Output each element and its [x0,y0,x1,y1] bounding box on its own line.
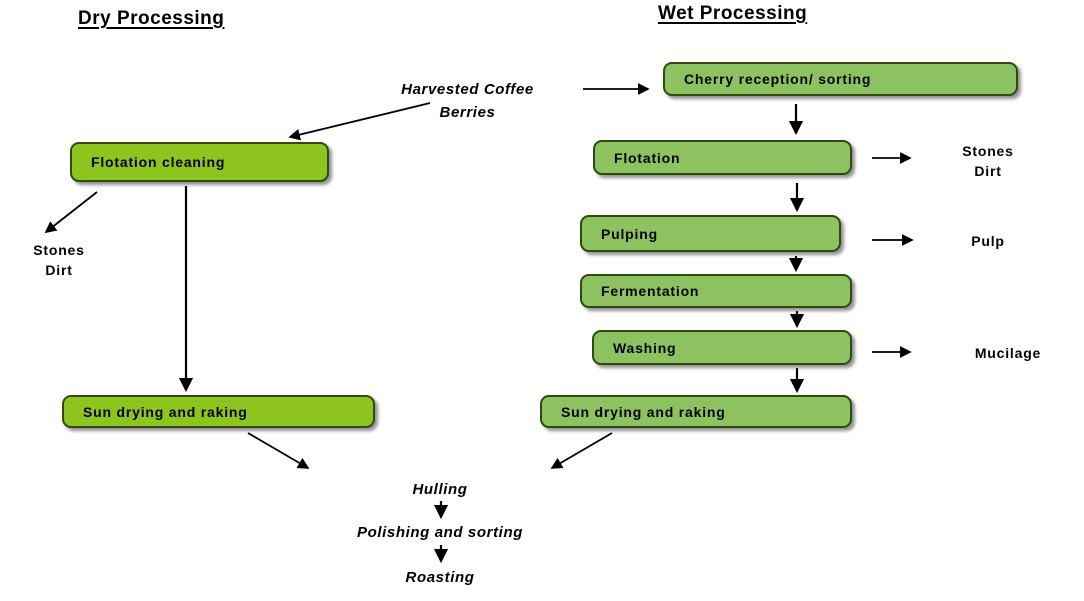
wet-stones-dirt-label: Stones Dirt [938,141,1038,181]
wet-pulping-box: Pulping [580,215,841,252]
dry-stones-dirt-label: Stones Dirt [14,240,104,280]
dry-sun-drying-label: Sun drying and raking [83,403,248,420]
wet-processing-heading: Wet Processing [658,3,808,24]
wet-sun-drying-label: Sun drying and raking [561,403,726,420]
hulling-label: Hulling [412,481,468,498]
mucilage-label: Mucilage [974,345,1042,361]
dry-flotation-cleaning-box: Flotation cleaning [70,142,329,182]
harvested-line1: Harvested Coffee [401,81,534,98]
wet-sun-drying-box: Sun drying and raking [540,395,852,428]
arrow-wetsundrying-to-hulling [550,432,613,469]
dry-dirt-line: Dirt [45,262,73,278]
wet-fermentation-label: Fermentation [601,283,700,299]
wet-cherry-reception-box: Cherry reception/ sorting [663,62,1018,96]
harvested-coffee-berries-label: Harvested Coffee Berries [355,78,580,124]
arrow-dryflotation-to-stones [44,191,98,234]
dry-flotation-cleaning-label: Flotation cleaning [91,154,226,170]
arrow-harvested-to-dry-flotation [288,102,431,141]
wet-flotation-box: Flotation [593,140,852,175]
wet-flotation-label: Flotation [614,149,681,166]
roasting-label: Roasting [405,569,475,586]
harvested-line2: Berries [439,104,496,121]
pulp-label: Pulp [971,233,1005,249]
dry-sun-drying-box: Sun drying and raking [62,395,375,428]
wet-cherry-reception-label: Cherry reception/ sorting [684,71,872,87]
wet-washing-label: Washing [613,339,677,356]
wet-pulping-label: Pulping [601,225,658,242]
dry-processing-heading: Dry Processing [78,8,225,29]
wet-fermentation-box: Fermentation [580,274,852,308]
dry-stones-line: Stones [33,242,85,258]
arrow-drysundrying-to-hulling [247,432,310,469]
wet-dirt-line: Dirt [974,163,1002,179]
wet-stones-line: Stones [962,143,1014,159]
wet-washing-box: Washing [592,330,852,365]
polishing-sorting-label: Polishing and sorting [357,524,523,541]
